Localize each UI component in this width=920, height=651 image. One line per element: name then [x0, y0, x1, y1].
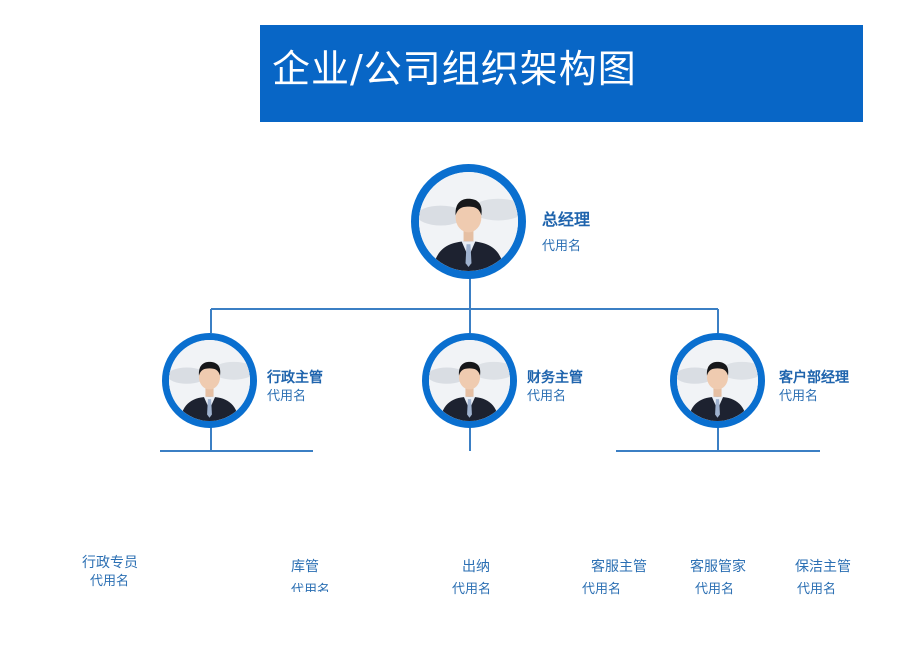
staff-service-lead-name: 代用名 [582, 582, 622, 597]
staff-service-lead-role: 客服主管 [591, 559, 647, 575]
staff-admin-clerk-role: 行政专员 [82, 555, 138, 571]
person-photo-icon [169, 340, 250, 421]
staff-warehouse-role: 库管 [291, 559, 319, 575]
staff-cashier-role: 出纳 [462, 559, 490, 575]
staff-cleaning-lead-role: 保洁主管 [795, 559, 851, 575]
avatar-finance-manager [422, 333, 517, 428]
customer-manager-name: 代用名 [779, 389, 819, 404]
finance-manager-role: 财务主管 [527, 370, 583, 386]
person-photo-icon [429, 340, 510, 421]
general-manager-role: 总经理 [542, 210, 591, 229]
staff-service-butler-role: 客服管家 [690, 559, 746, 575]
page-title: 企业/公司组织架构图 [272, 47, 637, 91]
staff-cashier-name: 代用名 [452, 582, 492, 597]
staff-warehouse-name: 代用名 [291, 583, 331, 592]
person-photo-icon [677, 340, 758, 421]
staff-cleaning-lead-name: 代用名 [797, 582, 837, 597]
admin-manager-role: 行政主管 [267, 370, 323, 386]
staff-service-butler-name: 代用名 [695, 582, 735, 597]
person-photo-icon [419, 172, 518, 271]
avatar-admin-manager [162, 333, 257, 428]
general-manager-name: 代用名 [542, 239, 582, 252]
customer-manager-role: 客户部经理 [779, 370, 849, 386]
admin-manager-name: 代用名 [267, 389, 307, 404]
title-banner: 企业/公司组织架构图 [260, 25, 863, 122]
staff-admin-clerk-name: 代用名 [90, 574, 130, 589]
finance-manager-name: 代用名 [527, 389, 567, 404]
avatar-general-manager [411, 164, 526, 279]
avatar-customer-manager [670, 333, 765, 428]
